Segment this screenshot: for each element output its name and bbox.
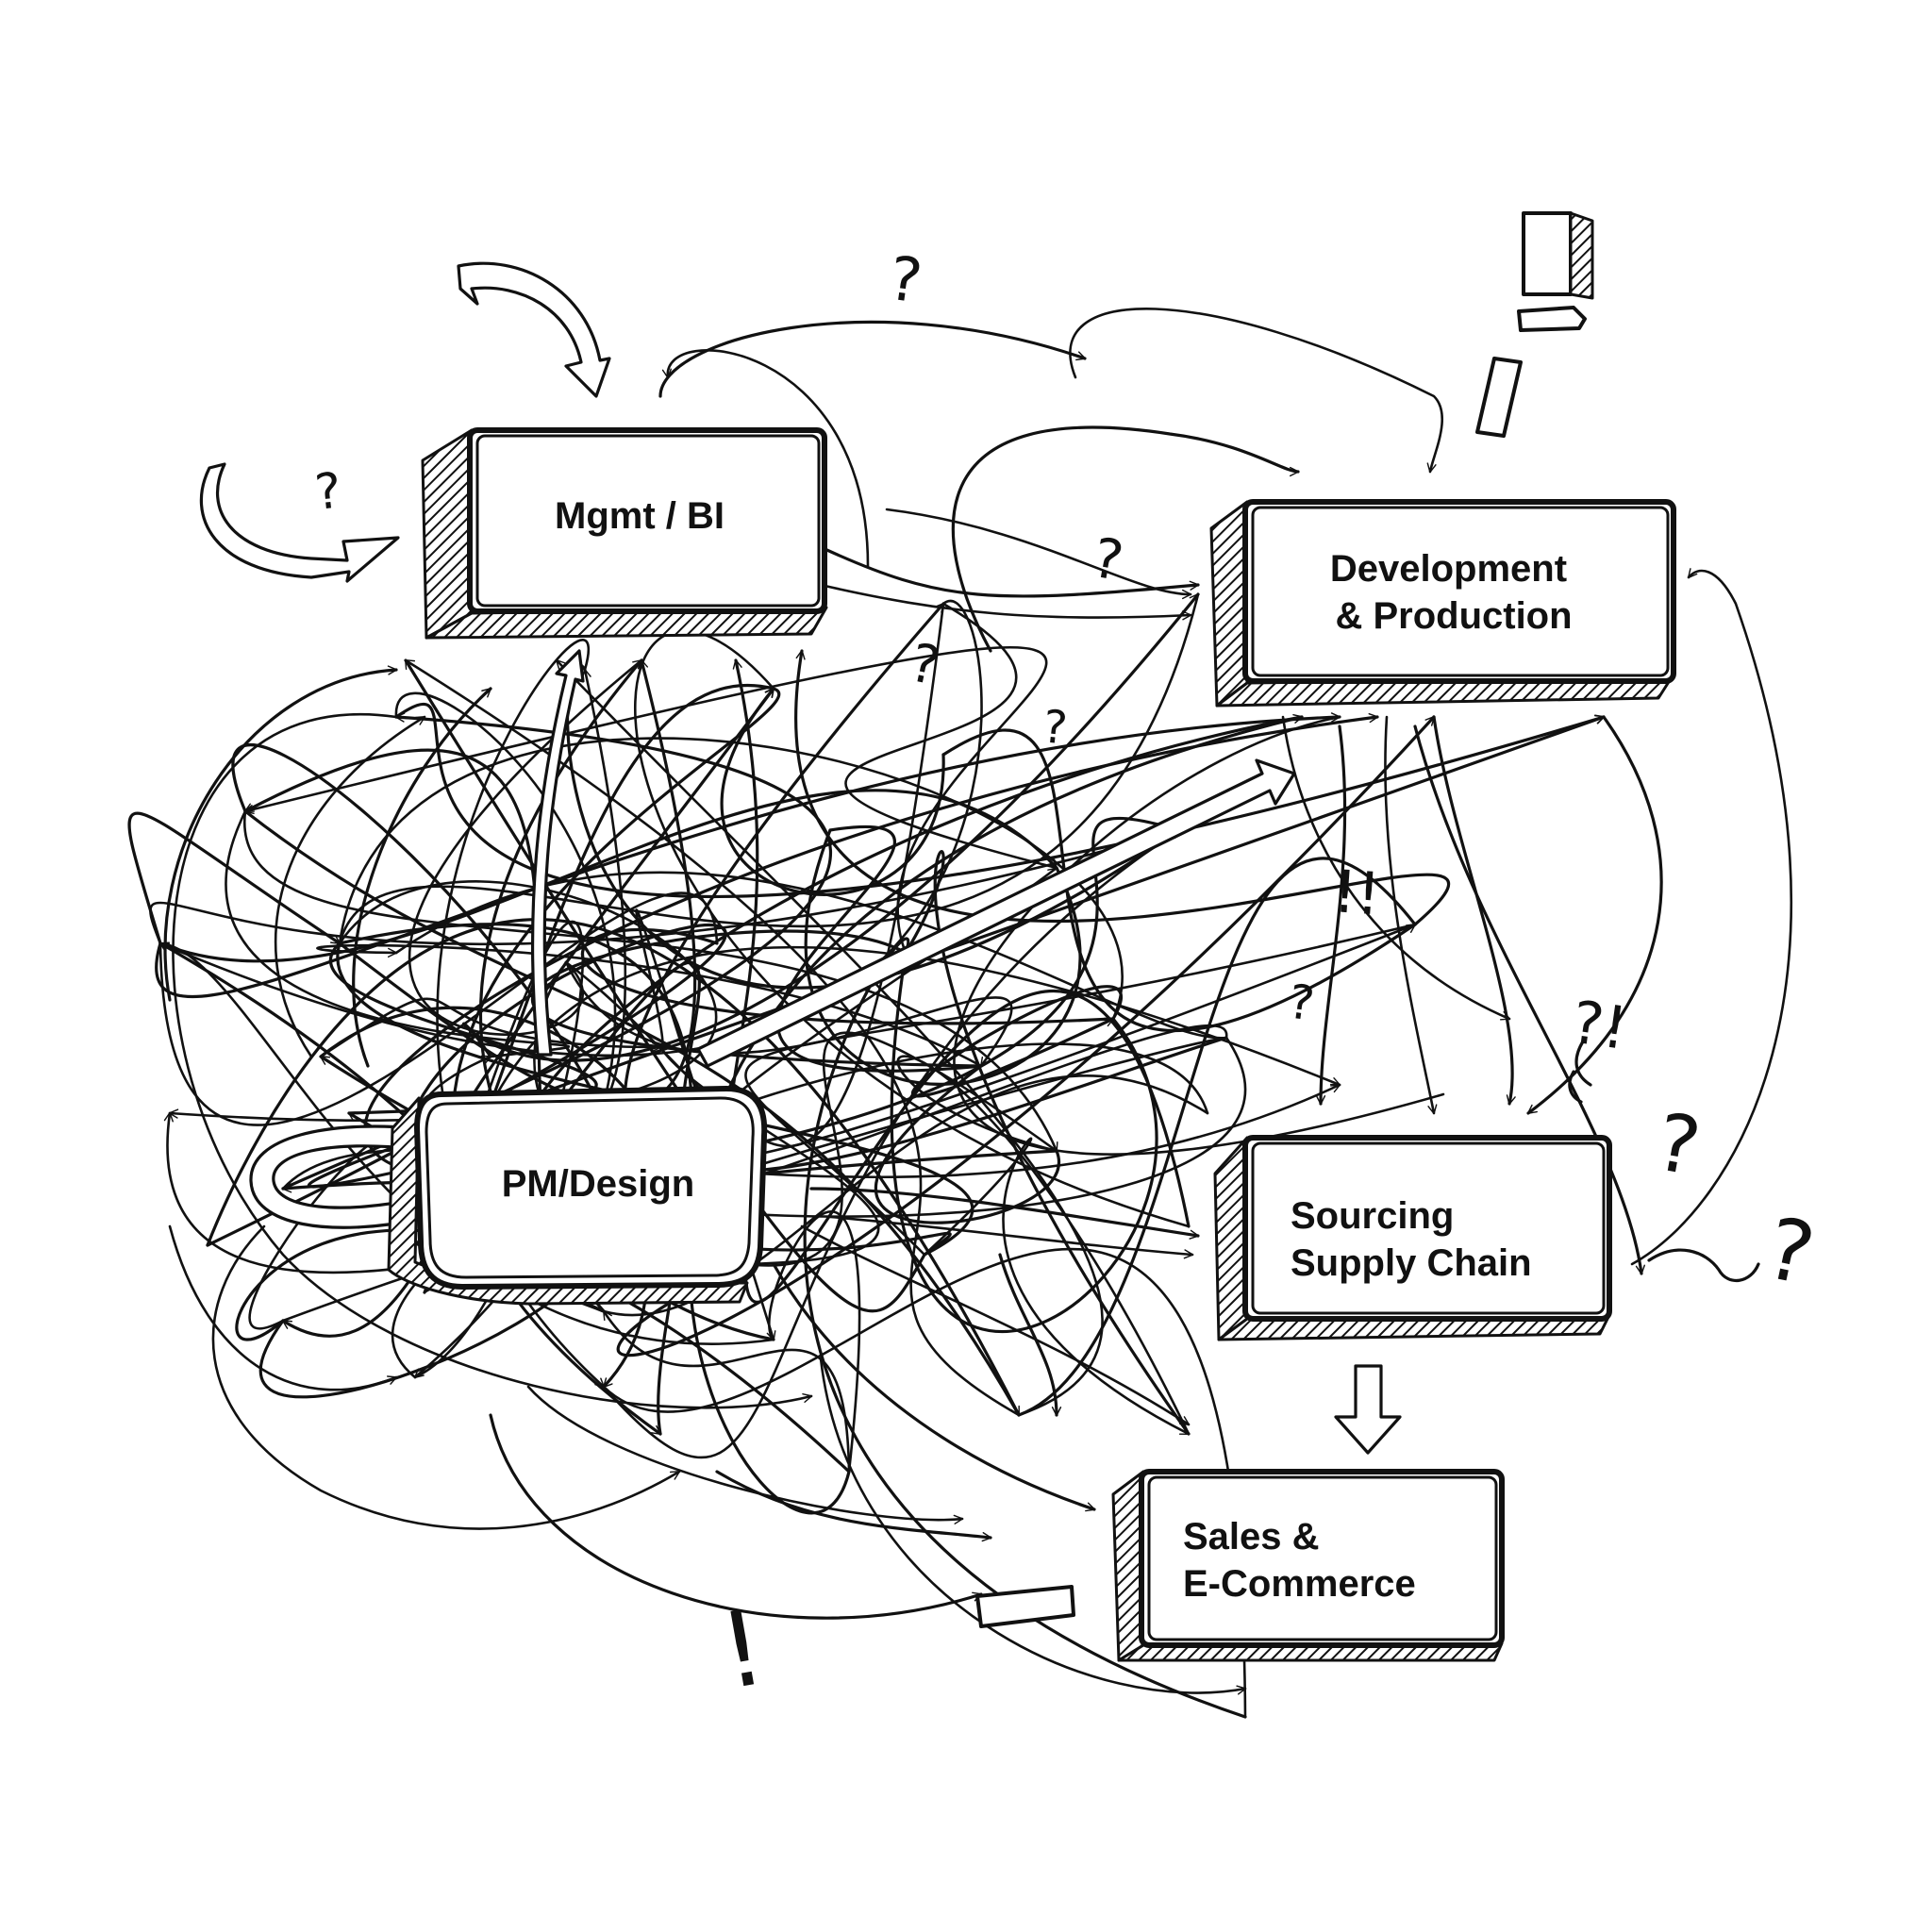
exclamation-block-top-right: [1475, 211, 1594, 438]
tangle-stroke: [564, 602, 945, 1148]
box-sourcing-supply-chain-label: Sourcing Supply Chain: [1291, 1195, 1532, 1284]
tangle-arrow: [819, 545, 1200, 598]
tangle-arrow: [1630, 568, 1793, 1266]
tangle-arrow: [720, 687, 945, 896]
tangle-stroke: [338, 737, 1124, 1021]
tangle-stroke: [338, 592, 1200, 945]
tangle-arrow: [1069, 308, 1444, 474]
tangle-arrow: [1315, 724, 1347, 1106]
tangle-arrow: [819, 583, 1192, 621]
tangle-arrow: [489, 1413, 983, 1620]
tangle-arrow: [800, 1224, 1191, 1426]
tangle-arrow: [394, 702, 1606, 898]
tangle-arrow: [772, 1262, 1096, 1512]
tangle-stroke: [225, 809, 571, 1058]
tangle-arrow: [1384, 715, 1438, 1115]
tangle-arrow: [715, 1470, 992, 1542]
box-mgmt-bi: Mgmt / BI: [421, 427, 828, 640]
tangle-arrow: [243, 646, 1048, 955]
box-mgmt-bi-label: Mgmt / BI: [555, 495, 724, 537]
tangle-arrow: [951, 425, 1300, 653]
tangle-arrow: [661, 349, 870, 568]
tangle-arrow: [658, 320, 1087, 398]
tangle-arrow: [1526, 715, 1663, 1115]
tangle-arrow: [127, 811, 341, 945]
tangle-arrow: [602, 1309, 851, 1474]
tangle-stroke: [744, 923, 1417, 1257]
exclamation-block-dot: [1517, 306, 1587, 332]
fat-arrow-into-mgmt-top: [457, 261, 611, 398]
tangle-arrow: [319, 997, 662, 1058]
dash-block-bottom: [975, 1585, 1075, 1628]
tangle-arrow: [1432, 715, 1516, 1106]
tangle-arrow: [149, 827, 1181, 946]
tangle-arrow: [1413, 724, 1645, 1275]
tangle-arrow: [828, 1215, 1194, 1259]
fat-arrow-pm-to-mgmt: [530, 649, 585, 1057]
fat-arrow-into-mgmt-left: [199, 462, 400, 583]
box-sourcing-supply-chain: Sourcing Supply Chain: [1213, 1135, 1612, 1341]
box-pm-design-label: PM/Design: [502, 1163, 694, 1205]
tangle-arrow: [923, 1137, 1191, 1436]
tangle-arrow: [163, 665, 398, 1002]
tangle-arrow: [404, 658, 1021, 1417]
tangle-stroke: [158, 941, 775, 1345]
tangle-arrow: [635, 908, 776, 1341]
tangle-stroke: [206, 923, 727, 1247]
process-boxes: Mgmt / BI Development & Production PM/De…: [387, 427, 1676, 1662]
box-development-production: Development & Production: [1209, 499, 1676, 708]
tangle-arrow: [844, 602, 1058, 871]
question-mark: ?: [1757, 1199, 1823, 1306]
tangle-arrow: [1281, 715, 1511, 1021]
scribble-marks: [1568, 1040, 1760, 1283]
tangle-arrow: [206, 918, 1021, 1417]
question-mark: ?: [1650, 1095, 1707, 1193]
tangle-stroke: [602, 828, 1181, 1459]
box-sales-e-commerce-label: Sales & E-Commerce: [1183, 1516, 1416, 1605]
tangle-arrow: [168, 1224, 398, 1391]
exclamation-block-bar: [1522, 211, 1573, 296]
double-exclamation-mark: !!: [1331, 857, 1383, 928]
tangle-arrow: [158, 789, 1058, 963]
tangle-arrow: [316, 943, 983, 1068]
tangle-arrow: [408, 658, 643, 1036]
question-mark: ?: [1089, 525, 1128, 593]
box-pm-design: PM/Design: [387, 1086, 768, 1306]
fat-arrow-pm-to-dev: [696, 758, 1296, 1068]
tangle-arrow: [941, 728, 1417, 1033]
tangle-arrow: [998, 1253, 1062, 1417]
tangle-stroke: [776, 824, 983, 1073]
tangle-arrow: [352, 687, 492, 1068]
question-mark: ?: [1285, 974, 1317, 1031]
question-mark: ?: [312, 462, 344, 522]
tangle-arrow: [743, 1031, 1058, 1267]
exclamation-mark: !: [711, 1587, 774, 1713]
tangle-stroke: [953, 715, 1445, 1156]
tangle-arrow: [809, 1187, 1200, 1240]
interrobang-mark: ?!: [1568, 988, 1631, 1063]
box-development-production-label: Development & Production: [1330, 548, 1577, 637]
question-mark: ?: [885, 244, 926, 318]
tangle-arrow: [172, 713, 813, 1409]
tangle-arrow: [274, 715, 426, 1058]
tangle-arrow: [910, 985, 1123, 1098]
tangle-stroke: [803, 937, 1247, 1719]
tangle-arrow: [211, 1224, 681, 1530]
tangle-arrow: [526, 1385, 964, 1524]
tangle-arrow: [885, 508, 1192, 600]
box-sales-e-commerce: Sales & E-Commerce: [1111, 1469, 1505, 1662]
question-mark: ?: [1041, 700, 1070, 755]
fat-arrows: [199, 261, 1402, 1455]
tangle-stroke: [904, 850, 1191, 1436]
fat-arrow-down-sourcing-to-sales: [1334, 1364, 1402, 1455]
tangle-arrow: [658, 1045, 880, 1269]
